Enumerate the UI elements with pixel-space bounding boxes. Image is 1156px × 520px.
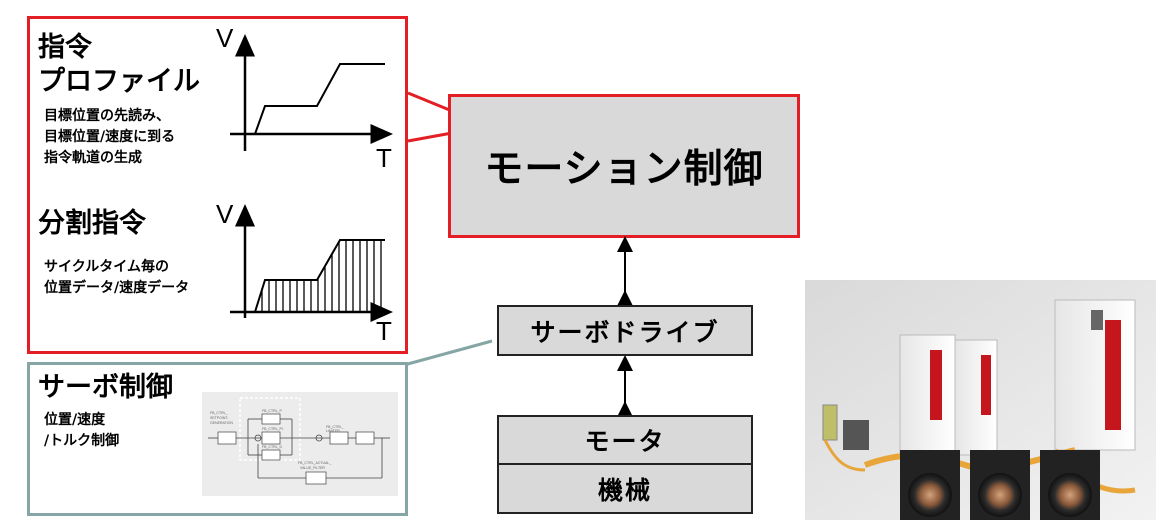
- v-axis-label-2: V: [216, 199, 234, 229]
- machine-box: 機械: [497, 463, 753, 514]
- svg-text:VALUE_FILTER: VALUE_FILTER: [300, 466, 325, 470]
- divided-command-desc-1: サイクルタイム毎の: [44, 259, 170, 275]
- svg-text:GENERATION: GENERATION: [210, 421, 233, 425]
- divided-command-title: 分割指令: [38, 208, 146, 239]
- svg-text:LIMITER: LIMITER: [326, 429, 340, 433]
- servo-drive-product-photo: [805, 280, 1156, 520]
- svg-text:FB_CTRL_ACTUAL_: FB_CTRL_ACTUAL_: [298, 461, 331, 465]
- servo-control-desc-2: /トルク制御: [44, 433, 120, 449]
- motion-planning-panel: [27, 16, 408, 354]
- command-profile-desc-1: 目標位置の先読み、: [44, 108, 170, 124]
- v-axis-label: V: [216, 23, 234, 53]
- arrow-motion-drive: [617, 236, 633, 306]
- divided-profile-line: [254, 239, 385, 313]
- motion-control-label: モーション制御: [484, 147, 764, 192]
- machine-label: 機械: [597, 475, 652, 505]
- divided-command-desc-2: 位置データ/速度データ: [44, 280, 190, 296]
- servo-drive-label: サーボドライブ: [530, 317, 720, 347]
- svg-text:SETPOINT-: SETPOINT-: [210, 416, 229, 420]
- motor-box: モータ: [497, 415, 753, 465]
- svg-text:FB_CTRL_PI: FB_CTRL_PI: [262, 427, 283, 431]
- svg-text:FB_CTRL_D: FB_CTRL_D: [262, 445, 283, 449]
- t-axis-label: T: [376, 143, 392, 173]
- velocity-profile-line: [254, 63, 385, 135]
- servo-loop-block-diagram: FB_CTRL_ SETPOINT- GENERATION FB_CTRL_P …: [202, 392, 398, 496]
- command-profile-title-2: プロファイル: [38, 66, 200, 97]
- servo-control-title: サーボ制御: [38, 372, 173, 403]
- svg-text:FB_CTRL_: FB_CTRL_: [326, 425, 344, 429]
- motor-face-3: [1048, 473, 1092, 517]
- command-profile-title-1: 指令: [38, 32, 92, 63]
- motor-face-1: [908, 473, 952, 517]
- callout-pointer: [407, 91, 453, 143]
- command-profile-desc-2: 目標位置/速度に到る: [44, 129, 176, 145]
- sample-lines: [261, 240, 382, 312]
- arrow-drive-motor: [617, 355, 633, 417]
- velocity-profile-graph: [230, 34, 393, 151]
- servo-callout-pointer: [403, 339, 493, 367]
- divided-profile-graph: [230, 204, 393, 322]
- servo-drive-box: サーボドライブ: [497, 305, 753, 356]
- servo-control-desc-1: 位置/速度: [44, 412, 106, 428]
- motion-control-box: モーション制御: [448, 94, 800, 238]
- command-profile-desc-3: 指令軌道の生成: [44, 150, 142, 166]
- motor-face-2: [978, 473, 1022, 517]
- t-axis-label-2: T: [376, 316, 392, 346]
- motor-label: モータ: [584, 427, 666, 456]
- diagram-label-setpoint: FB_CTRL_: [210, 411, 228, 415]
- svg-text:FB_CTRL_P: FB_CTRL_P: [262, 409, 283, 413]
